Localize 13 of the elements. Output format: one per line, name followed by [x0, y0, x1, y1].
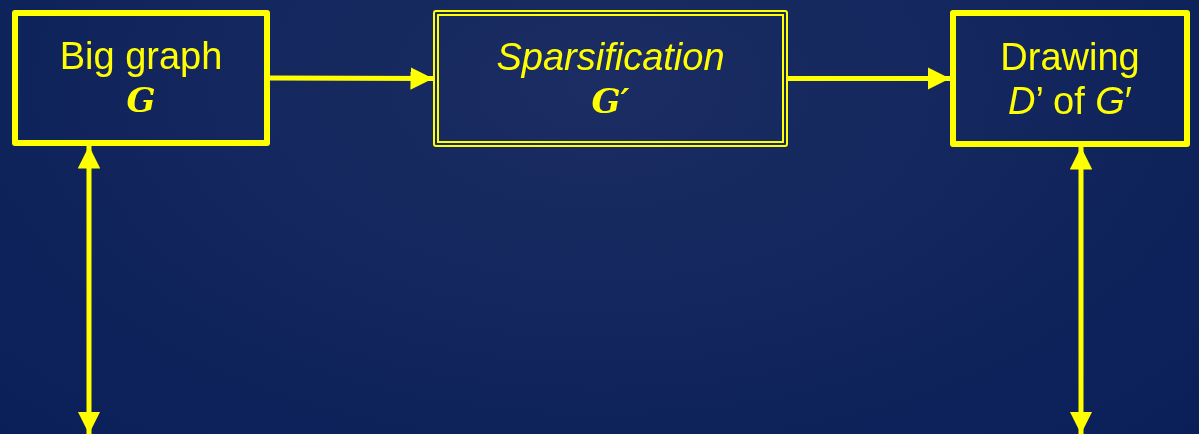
arrow: [270, 67, 433, 90]
node-label: Drawing: [1000, 34, 1140, 79]
node-label: Big graph: [59, 34, 223, 78]
math-label: D’ of G′: [1008, 78, 1132, 123]
process-box: [950, 10, 1190, 147]
process-box: [433, 10, 788, 147]
node-label: Sparsification: [496, 34, 725, 79]
math-label: G′: [591, 79, 630, 123]
math-label: G: [126, 79, 156, 122]
arrow: [77, 146, 101, 434]
arrow: [1069, 147, 1093, 434]
process-box: [12, 10, 270, 146]
arrow: [788, 67, 950, 90]
